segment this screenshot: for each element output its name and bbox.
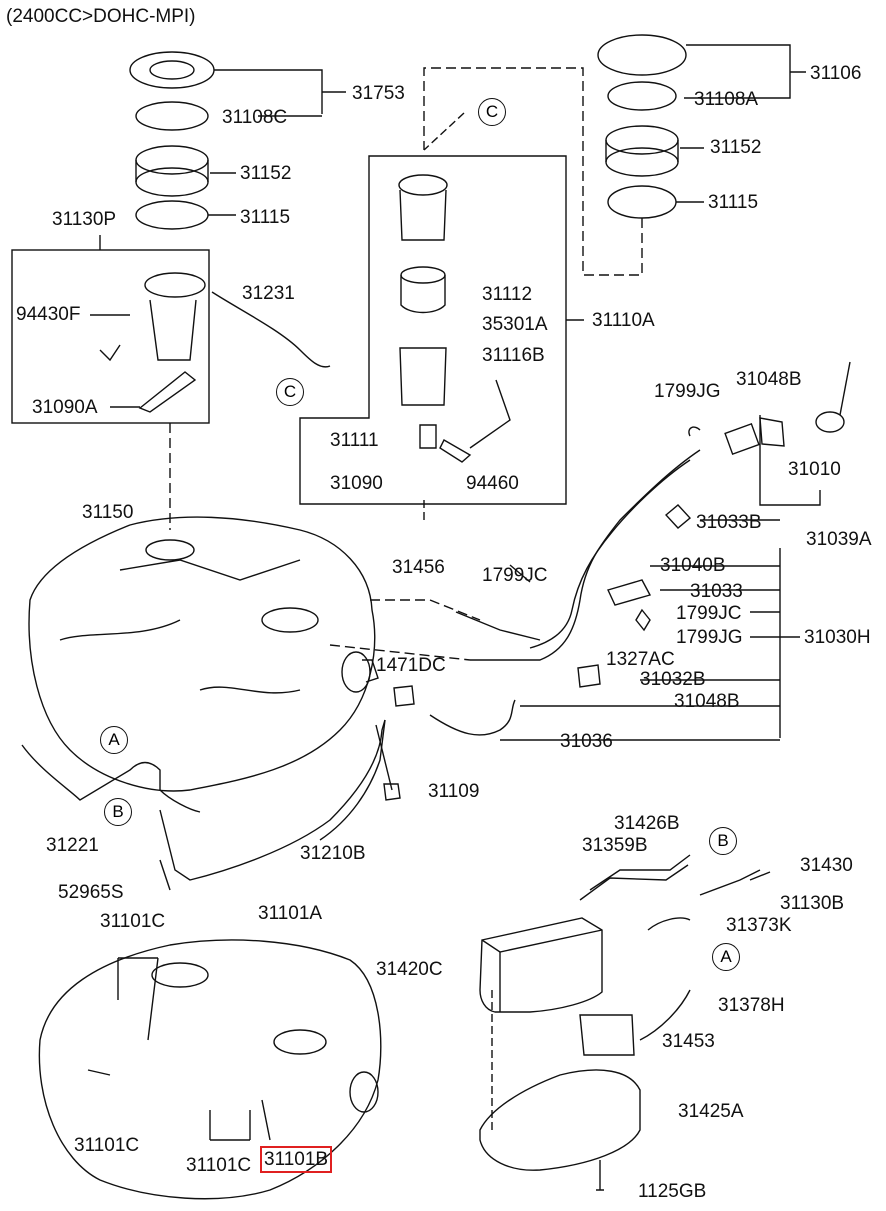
part-label[interactable]: 31420C: [376, 959, 443, 980]
part-label[interactable]: 52965S: [58, 882, 124, 903]
part-label[interactable]: 31108A: [694, 89, 759, 110]
part-label[interactable]: 31430: [800, 855, 853, 876]
part-label[interactable]: 94460: [466, 473, 519, 494]
part-label[interactable]: 31048B: [736, 369, 802, 390]
part-label[interactable]: 31456: [392, 557, 445, 578]
part-label[interactable]: 31111: [330, 430, 379, 451]
part-label[interactable]: 1799JG: [654, 381, 721, 402]
part-label[interactable]: 31210B: [300, 843, 366, 864]
part-label[interactable]: 31033: [690, 581, 743, 602]
part-label[interactable]: 1125GB: [638, 1181, 707, 1202]
part-label[interactable]: 31101C: [74, 1135, 140, 1156]
part-label[interactable]: 31030H: [804, 627, 871, 648]
part-label[interactable]: 31130P: [52, 209, 117, 230]
part-label[interactable]: 31359B: [582, 835, 648, 856]
part-label[interactable]: 31150: [82, 502, 134, 523]
part-label[interactable]: 94430F: [16, 304, 81, 325]
part-label[interactable]: 31130B: [780, 893, 845, 914]
part-label[interactable]: 31753: [352, 83, 405, 104]
part-label[interactable]: 31109: [428, 781, 480, 802]
part-label[interactable]: 31010: [788, 459, 841, 480]
part-label[interactable]: 31115: [240, 207, 291, 228]
callout-a-tank: A: [100, 726, 128, 754]
part-label[interactable]: 31378H: [718, 995, 785, 1016]
part-label[interactable]: 31048B: [674, 691, 740, 712]
callout-c-harness: C: [276, 378, 304, 406]
part-label[interactable]: 31115: [708, 192, 759, 213]
part-label[interactable]: 31036: [560, 731, 613, 752]
highlighted-part-label[interactable]: 31101B: [259, 1146, 333, 1173]
callout-c-top: C: [478, 98, 506, 126]
part-label[interactable]: 31101C: [186, 1155, 252, 1176]
part-label[interactable]: 31373K: [726, 915, 792, 936]
part-label[interactable]: 1799JC: [676, 603, 742, 624]
part-label[interactable]: 31039A: [806, 529, 872, 550]
part-label[interactable]: 31106: [810, 63, 862, 84]
part-label[interactable]: 1799JG: [676, 627, 743, 648]
part-label[interactable]: 31221: [46, 835, 99, 856]
part-label[interactable]: 31152: [240, 163, 292, 184]
part-label[interactable]: 31425A: [678, 1101, 744, 1122]
part-label[interactable]: 31231: [242, 283, 295, 304]
part-label[interactable]: 31116B: [482, 345, 545, 366]
part-label[interactable]: 31426B: [614, 813, 680, 834]
part-label[interactable]: 31090: [330, 473, 383, 494]
part-label[interactable]: 31152: [710, 137, 762, 158]
part-label[interactable]: 31090A: [32, 397, 98, 418]
part-label[interactable]: 1471DC: [376, 655, 446, 676]
part-label[interactable]: 31040B: [660, 555, 726, 576]
part-label[interactable]: 1799JC: [482, 565, 548, 586]
callout-b-tank: B: [104, 798, 132, 826]
part-label[interactable]: 31453: [662, 1031, 715, 1052]
part-label[interactable]: 31101A: [258, 903, 323, 924]
part-label[interactable]: 31032B: [640, 669, 706, 690]
part-label[interactable]: 31033B: [696, 512, 762, 533]
part-label[interactable]: 1327AC: [606, 649, 675, 670]
part-label[interactable]: 31101C: [100, 911, 166, 932]
callout-b-canister: B: [709, 827, 737, 855]
callout-a-canister: A: [712, 943, 740, 971]
part-label[interactable]: 35301A: [482, 314, 548, 335]
part-label[interactable]: 31110A: [592, 310, 655, 331]
part-label[interactable]: 31108C: [222, 107, 288, 128]
engine-spec-header: (2400CC>DOHC-MPI): [6, 6, 196, 27]
part-label[interactable]: 31112: [482, 284, 533, 305]
